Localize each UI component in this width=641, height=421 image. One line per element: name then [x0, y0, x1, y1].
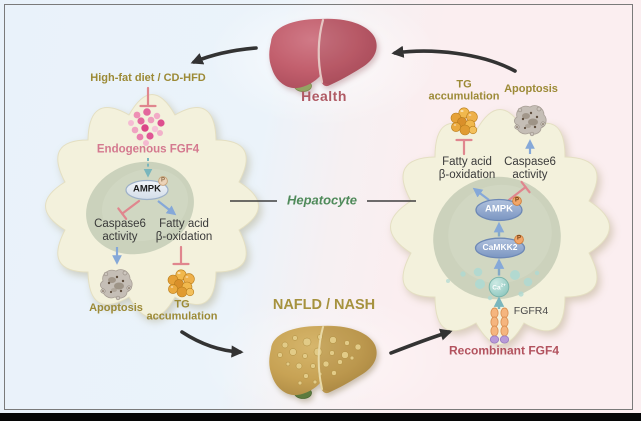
- phospho-badge-right-ampk: [512, 196, 522, 206]
- label-tg-right: TG accumulation: [428, 78, 500, 103]
- label-phospho-left-ampk: P: [160, 177, 166, 184]
- inhibition-tbar-oxidation-tg-right: [455, 138, 473, 156]
- healthy-liver-icon: [269, 18, 377, 92]
- fgf4-dot-cluster-icon: [128, 108, 165, 146]
- fgfr4-receptor-icon: [489, 307, 510, 344]
- label-apoptosis-left: Apoptosis: [89, 301, 143, 314]
- label-high-fat-diet: High-fat diet / CD-HFD: [90, 71, 206, 84]
- label-ampk-right: AMPK: [485, 203, 513, 215]
- label-oxidation-right: Fatty acid β-oxidation: [438, 156, 496, 181]
- flow-arrow-rightcell-to-health: [391, 45, 517, 73]
- ampk-node-right: [475, 198, 523, 222]
- label-phospho-camkk2: P: [516, 235, 522, 242]
- flow-arrow-fattyliver-to-rightcell: [389, 328, 453, 355]
- flow-arrow-tg-to-fattyliver: [180, 330, 244, 358]
- label-health: Health: [301, 88, 347, 105]
- label-calcium: Ca2+: [492, 282, 505, 291]
- fatty-liver-icon: [269, 325, 377, 399]
- phospho-badge-camkk2: [514, 234, 524, 245]
- bottom-black-bar: [0, 413, 641, 421]
- label-phospho-right-ampk: P: [514, 197, 520, 204]
- lipid-droplets-icon-right: [450, 107, 478, 136]
- label-hepatocyte: Hepatocyte: [286, 192, 358, 208]
- label-caspase6-left: Caspase6 activity: [94, 218, 146, 243]
- ampk-node-left: [125, 179, 169, 201]
- flow-arrow-liver-to-hfd: [190, 46, 258, 65]
- label-recombinant-fgf4: Recombinant FGF4: [448, 343, 560, 358]
- activation-arrow-ampk-oxidation-right: [472, 187, 490, 201]
- label-nafld-nash: NAFLD / NASH: [272, 296, 376, 313]
- label-fgfr4: FGFR4: [513, 305, 549, 318]
- camkk2-node: [474, 237, 526, 259]
- calcium-base: Ca: [492, 284, 501, 292]
- phospho-badge-left-ampk: [158, 176, 168, 186]
- calcium-sup: 2+: [500, 282, 506, 288]
- label-caspase6-right: Caspase6 activity: [504, 156, 556, 181]
- calcium-bubbles: [446, 267, 540, 301]
- label-tg-left: TG accumulation: [146, 298, 218, 323]
- inhibition-tbar-oxidation-tg-left: [172, 245, 190, 266]
- label-apoptosis-right: Apoptosis: [504, 82, 558, 95]
- label-camkk2: CaMKK2: [482, 242, 518, 253]
- inhibition-tbar-hfd-fgf4: [139, 86, 157, 108]
- activation-arrow-ampk-oxidation-left: [157, 200, 177, 216]
- label-ampk-left: AMPK: [133, 183, 161, 195]
- inhibition-tbar-ampk-caspase6-left: [117, 199, 141, 220]
- label-oxidation-left: Fatty acid β-oxidation: [155, 218, 213, 243]
- label-endogenous-fgf4: Endogenous FGF4: [96, 143, 200, 156]
- inhibition-tbar-ampk-caspase6-right: [507, 180, 531, 202]
